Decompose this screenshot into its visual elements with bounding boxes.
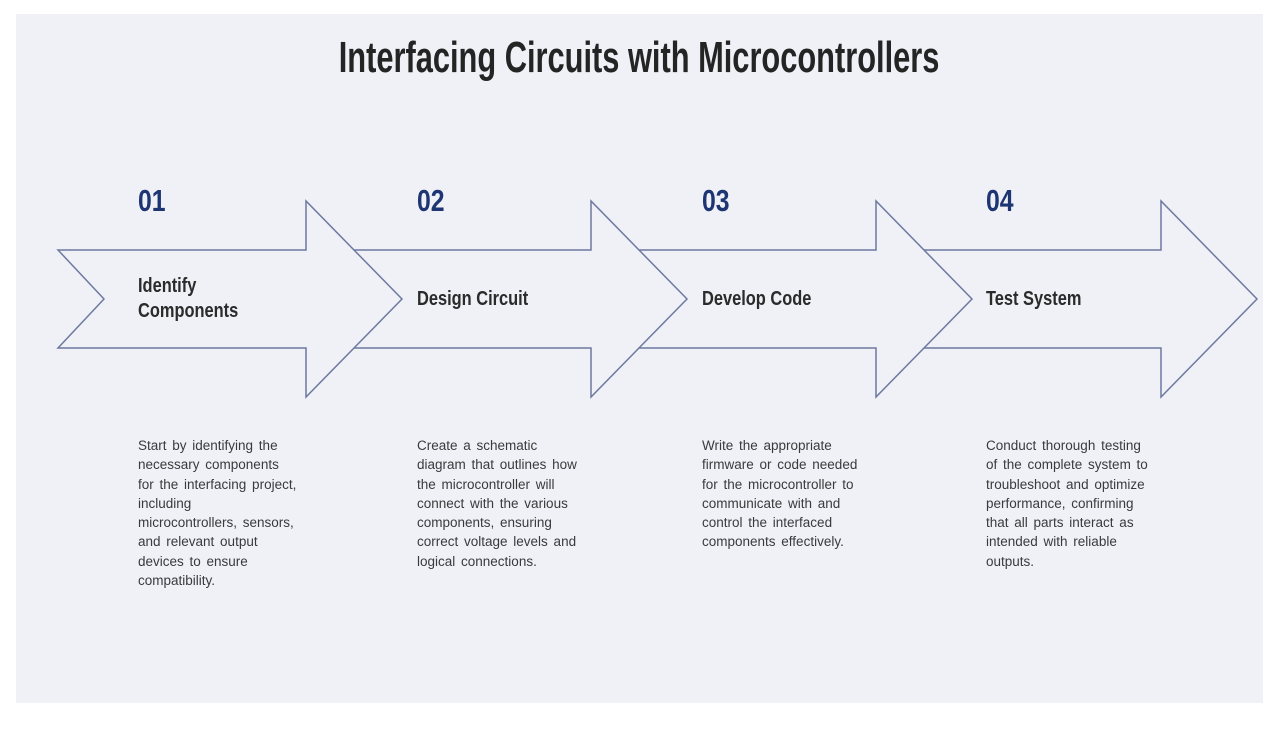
process-arrows-graphic (56, 199, 1259, 399)
process-step-4: 04 Test System Conduct thorough testing … (986, 14, 1186, 734)
step-title: Test System (986, 287, 1082, 310)
step-description: Conduct thorough testing of the complete… (986, 438, 1148, 569)
process-step-1: 01 Identify Components Start by identify… (138, 14, 338, 734)
page-title: Interfacing Circuits with Microcontrolle… (339, 33, 940, 82)
step-number: 03 (702, 183, 730, 218)
process-step-3: 03 Develop Code Write the appropriate fi… (702, 14, 902, 734)
slide-panel: Interfacing Circuits with Microcontrolle… (16, 14, 1263, 703)
step-description: Start by identifying the necessary compo… (138, 438, 297, 589)
step-title: Design Circuit (417, 287, 529, 310)
process-arrow-step-1 (56, 199, 404, 399)
step-title: Develop Code (702, 287, 812, 310)
title-bar: Interfacing Circuits with Microcontrolle… (16, 33, 1263, 82)
step-description: Write the appropriate firmware or code n… (702, 438, 858, 550)
step-title: Identify Components (138, 275, 239, 322)
step-number: 02 (417, 183, 445, 218)
step-description: Create a schematic diagram that outlines… (417, 438, 577, 569)
process-step-2: 02 Design Circuit Create a schematic dia… (417, 14, 617, 734)
step-number: 04 (986, 183, 1014, 218)
step-number: 01 (138, 183, 166, 218)
